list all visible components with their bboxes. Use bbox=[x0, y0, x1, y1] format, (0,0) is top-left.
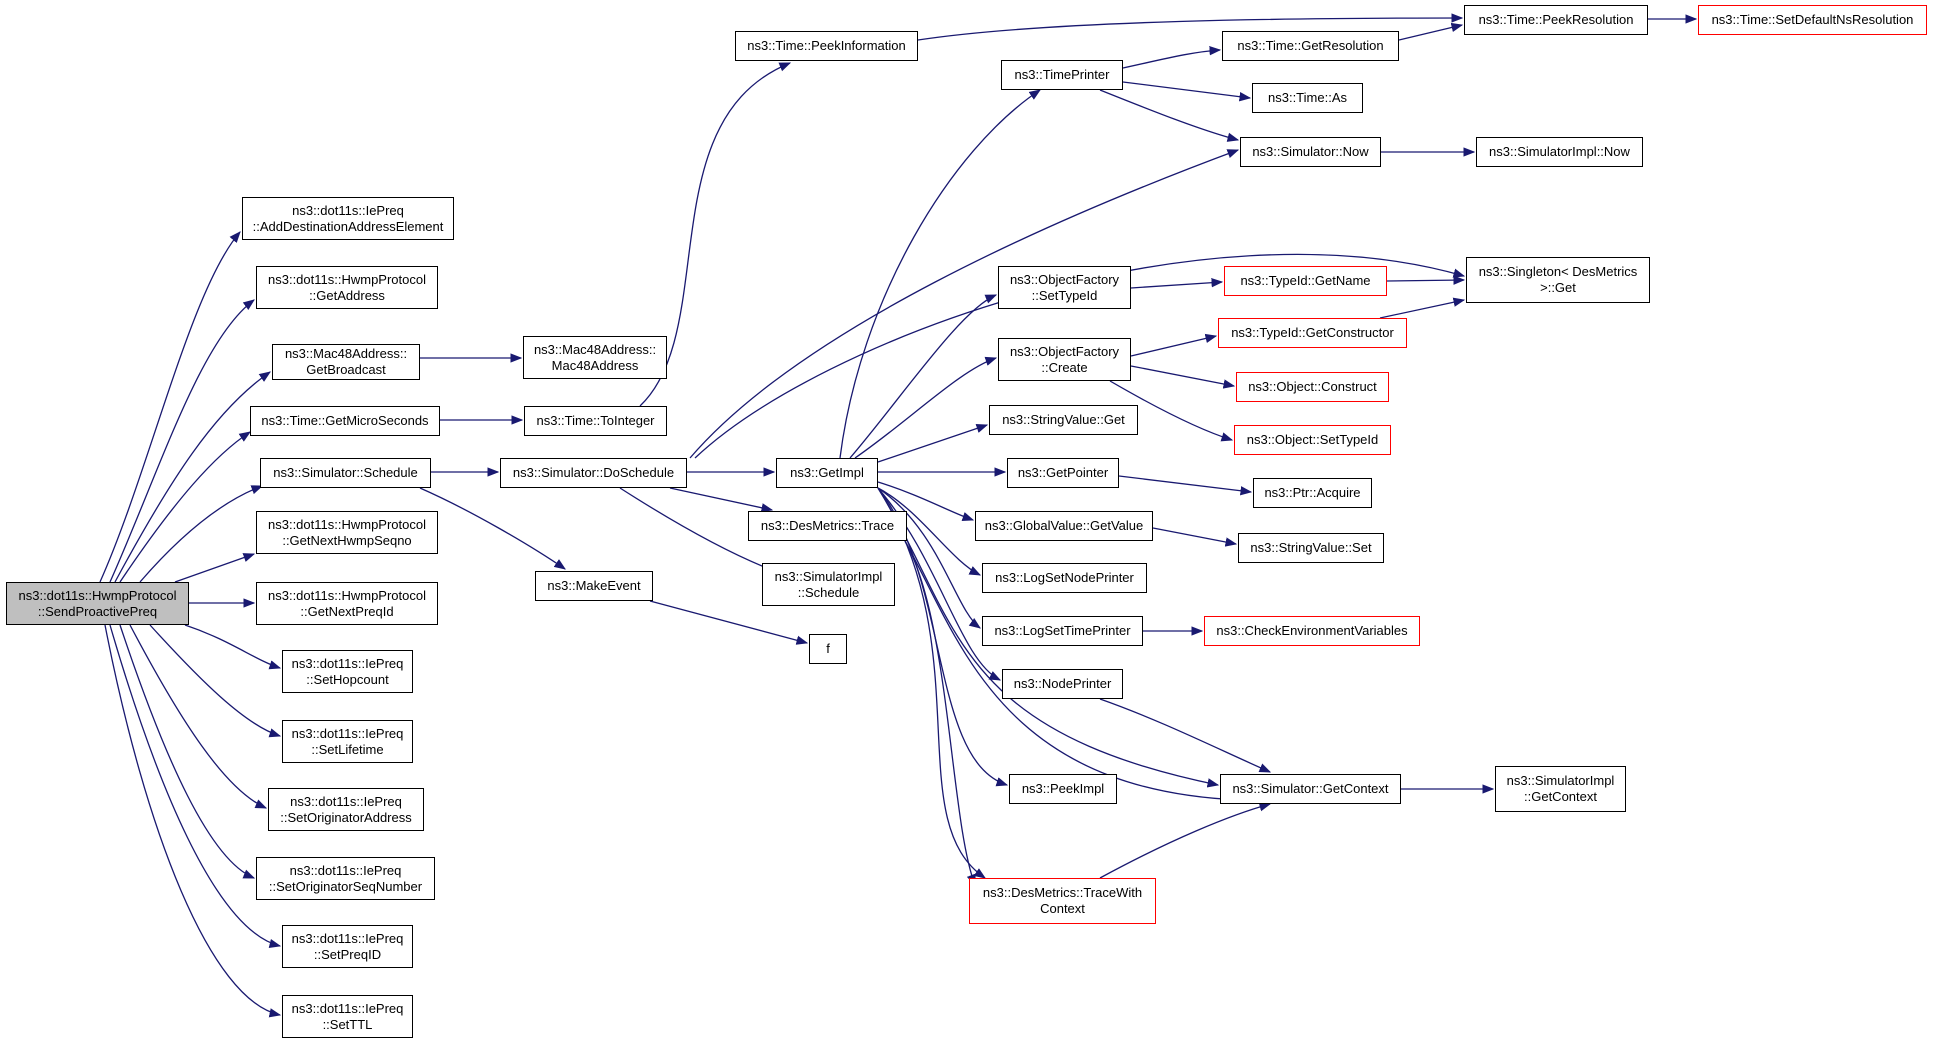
node-time-peek-resolution[interactable]: ns3::Time::PeekResolution bbox=[1464, 5, 1648, 35]
edge-root-setoriginatoraddress bbox=[129, 624, 268, 809]
edge-doschedule-trace bbox=[669, 487, 774, 513]
node-time-get-resolution[interactable]: ns3::Time::GetResolution bbox=[1222, 31, 1399, 61]
node-mac48-address-ctor[interactable]: ns3::Mac48Address::Mac48Address bbox=[523, 336, 667, 379]
edge-root-getbroadcast bbox=[114, 371, 271, 583]
node-string-value-set[interactable]: ns3::StringValue::Set bbox=[1238, 533, 1384, 563]
edge-nodeprinter-getcontext bbox=[1099, 698, 1272, 773]
edge-root-setpreqid bbox=[109, 624, 282, 949]
edge-makeevent-f bbox=[649, 600, 809, 645]
node-simulator-now[interactable]: ns3::Simulator::Now bbox=[1240, 137, 1381, 167]
edge-getimpl-globalvalue bbox=[877, 481, 975, 521]
node-des-metrics-trace[interactable]: ns3::DesMetrics::Trace bbox=[748, 511, 907, 541]
edge-doschedule-implschedule bbox=[619, 487, 782, 574]
node-node-printer[interactable]: ns3::NodePrinter bbox=[1002, 669, 1123, 699]
node-simulator-impl-schedule[interactable]: ns3::SimulatorImpl::Schedule bbox=[762, 563, 895, 606]
node-singleton-des-metrics-get[interactable]: ns3::Singleton< DesMetrics>::Get bbox=[1466, 257, 1650, 303]
node-time-as[interactable]: ns3::Time::As bbox=[1252, 83, 1363, 113]
edge-getconstructor-singleton bbox=[1379, 297, 1466, 319]
node-log-set-node-printer[interactable]: ns3::LogSetNodePrinter bbox=[982, 563, 1147, 593]
edge-root-getaddress bbox=[109, 299, 255, 583]
edge-root-schedule bbox=[139, 485, 264, 583]
edge-getpointer-ptracquire bbox=[1118, 475, 1253, 496]
edge-root-getnexthwmpseqno bbox=[174, 553, 256, 583]
edge-getimpl-stringvalueget bbox=[877, 423, 989, 463]
edge-getname-singleton bbox=[1386, 275, 1466, 285]
node-make-event[interactable]: ns3::MakeEvent bbox=[535, 571, 653, 601]
edge-getimpl-getcontext bbox=[877, 487, 1220, 788]
edge-create-getconstructor bbox=[1130, 333, 1218, 357]
edge-getimpl-create bbox=[854, 356, 998, 459]
node-iepreq-add-destination-address-element[interactable]: ns3::dot11s::IePreq::AddDestinationAddre… bbox=[242, 197, 454, 240]
node-time-get-micro-seconds[interactable]: ns3::Time::GetMicroSeconds bbox=[250, 406, 440, 436]
edge-root-adddest bbox=[99, 231, 241, 583]
node-object-factory-set-type-id[interactable]: ns3::ObjectFactory::SetTypeId bbox=[998, 266, 1131, 309]
node-mac48-get-broadcast[interactable]: ns3::Mac48Address::GetBroadcast bbox=[272, 344, 420, 380]
edge-timeprinter-as bbox=[1122, 81, 1252, 102]
node-time-to-integer[interactable]: ns3::Time::ToInteger bbox=[524, 406, 667, 436]
edge-getimpl-timeprinter bbox=[839, 89, 1041, 459]
node-iepreq-set-ttl[interactable]: ns3::dot11s::IePreq::SetTTL bbox=[282, 995, 413, 1038]
edge-doschedule-now bbox=[689, 149, 1240, 459]
node-iepreq-set-originator-seq-number[interactable]: ns3::dot11s::IePreq::SetOriginatorSeqNum… bbox=[256, 857, 435, 900]
node-simulator-get-context[interactable]: ns3::Simulator::GetContext bbox=[1220, 774, 1401, 804]
edge-root-setoriginatorseqnumber bbox=[119, 624, 256, 879]
node-hwmp-get-next-hwmp-seqno[interactable]: ns3::dot11s::HwmpProtocol::GetNextHwmpSe… bbox=[256, 511, 438, 554]
node-type-id-get-constructor[interactable]: ns3::TypeId::GetConstructor bbox=[1218, 318, 1407, 348]
node-check-environment-variables[interactable]: ns3::CheckEnvironmentVariables bbox=[1204, 616, 1420, 646]
node-log-set-time-printer[interactable]: ns3::LogSetTimePrinter bbox=[982, 616, 1143, 646]
edge-getimpl-tracewithcontext bbox=[877, 487, 986, 879]
node-hwmp-get-address[interactable]: ns3::dot11s::HwmpProtocol::GetAddress bbox=[256, 266, 438, 309]
node-type-id-get-name[interactable]: ns3::TypeId::GetName bbox=[1224, 266, 1387, 296]
node-object-factory-create[interactable]: ns3::ObjectFactory::Create bbox=[998, 338, 1131, 381]
edge-root-getmicroseconds bbox=[119, 431, 251, 583]
edge-root-setlifetime bbox=[149, 624, 282, 738]
call-edges bbox=[99, 13, 1698, 1018]
node-iepreq-set-hopcount[interactable]: ns3::dot11s::IePreq::SetHopcount bbox=[282, 650, 413, 693]
edge-timeprinter-getresolution bbox=[1122, 46, 1222, 69]
edge-getresolution-peekresolution bbox=[1398, 22, 1464, 41]
node-object-set-type-id[interactable]: ns3::Object::SetTypeId bbox=[1234, 425, 1391, 455]
edge-schedule-makeevent bbox=[419, 487, 566, 570]
edge-timeprinter-now bbox=[1099, 89, 1240, 142]
node-hwmp-get-next-preq-id[interactable]: ns3::dot11s::HwmpProtocol::GetNextPreqId bbox=[256, 582, 438, 625]
node-iepreq-set-originator-address[interactable]: ns3::dot11s::IePreq::SetOriginatorAddres… bbox=[268, 788, 424, 831]
node-time-printer[interactable]: ns3::TimePrinter bbox=[1001, 60, 1123, 90]
node-object-construct[interactable]: ns3::Object::Construct bbox=[1236, 372, 1389, 402]
edge-getimpl-logtimeprinter bbox=[877, 487, 981, 629]
node-simulator-do-schedule[interactable]: ns3::Simulator::DoSchedule bbox=[500, 458, 687, 488]
node-get-impl[interactable]: ns3::GetImpl bbox=[776, 458, 878, 488]
edge-trace-getcontext bbox=[904, 540, 1242, 805]
node-simulator-impl-get-context[interactable]: ns3::SimulatorImpl::GetContext bbox=[1495, 766, 1626, 812]
node-iepreq-set-preq-id[interactable]: ns3::dot11s::IePreq::SetPreqID bbox=[282, 925, 413, 968]
edge-peekinformation-peekresolution bbox=[917, 13, 1464, 41]
edge-root-sethopcount bbox=[184, 624, 282, 670]
node-time-peek-information[interactable]: ns3::Time::PeekInformation bbox=[735, 31, 918, 61]
edge-trace-tracewithcontext bbox=[904, 540, 976, 887]
node-simulator-impl-now[interactable]: ns3::SimulatorImpl::Now bbox=[1476, 137, 1643, 167]
node-get-pointer[interactable]: ns3::GetPointer bbox=[1007, 458, 1119, 488]
edge-getimpl-settypeid bbox=[849, 294, 998, 459]
node-peek-impl[interactable]: ns3::PeekImpl bbox=[1009, 774, 1117, 804]
edge-settypeid-getname bbox=[1130, 278, 1224, 289]
edge-getimpl-lognodeprinter bbox=[877, 487, 982, 576]
node-string-value-get[interactable]: ns3::StringValue::Get bbox=[989, 405, 1138, 435]
node-f[interactable]: f bbox=[809, 634, 847, 664]
edge-root-setttl bbox=[104, 624, 282, 1018]
edge-tracewithcontext-getcontext bbox=[1099, 802, 1272, 879]
node-simulator-schedule[interactable]: ns3::Simulator::Schedule bbox=[260, 458, 431, 488]
edge-create-construct bbox=[1130, 365, 1236, 389]
node-ptr-acquire[interactable]: ns3::Ptr::Acquire bbox=[1253, 478, 1372, 508]
edge-create-objectsettypeid bbox=[1109, 380, 1234, 442]
node-iepreq-set-lifetime[interactable]: ns3::dot11s::IePreq::SetLifetime bbox=[282, 720, 413, 763]
node-time-set-default-ns-resolution[interactable]: ns3::Time::SetDefaultNsResolution bbox=[1698, 5, 1927, 35]
node-root-send-proactive-preq: ns3::dot11s::HwmpProtocol::SendProactive… bbox=[6, 582, 189, 625]
node-global-value-get-value[interactable]: ns3::GlobalValue::GetValue bbox=[975, 511, 1153, 541]
edge-globalvalue-stringvalueset bbox=[1152, 527, 1238, 547]
